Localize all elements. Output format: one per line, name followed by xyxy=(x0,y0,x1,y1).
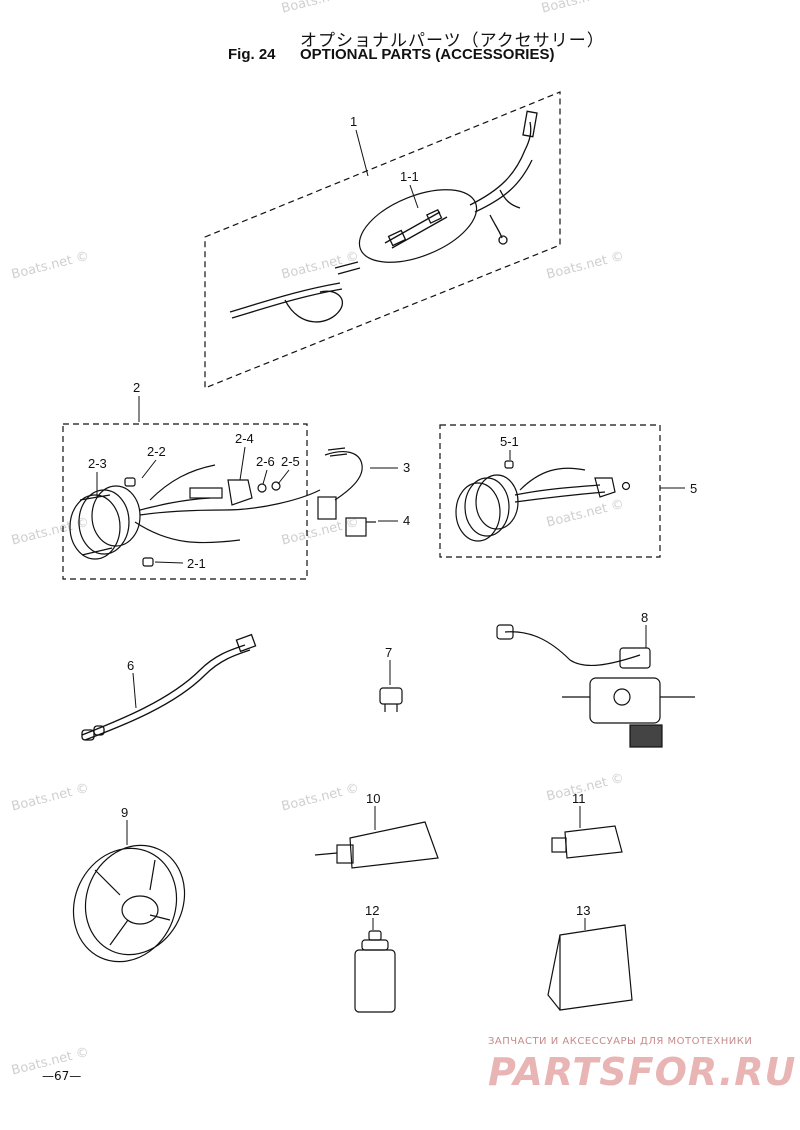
switch-part-8 xyxy=(496,624,695,748)
callout-5-1: 5-1 xyxy=(500,434,519,449)
callout-2-4: 2-4 xyxy=(235,431,254,446)
flywheel-part-9 xyxy=(72,844,186,963)
callout-12: 12 xyxy=(365,903,379,918)
fuse-part-4 xyxy=(345,517,376,537)
callout-9: 9 xyxy=(121,805,128,820)
callout-2-1: 2-1 xyxy=(187,556,206,571)
gauge-part-5 xyxy=(455,460,631,542)
figure-number: Fig. 24 xyxy=(228,46,276,63)
callout-13: 13 xyxy=(576,903,590,918)
callout-5: 5 xyxy=(690,481,697,496)
callout-2: 2 xyxy=(133,380,140,395)
tube-part-10 xyxy=(314,821,439,869)
group-box-part-5 xyxy=(439,424,661,558)
detail-circle-1-1 xyxy=(358,189,478,263)
cable-part-6 xyxy=(81,633,257,741)
callout-2-3: 2-3 xyxy=(88,456,107,471)
callout-7: 7 xyxy=(385,645,392,660)
callout-11: 11 xyxy=(572,791,586,806)
callout-2-2: 2-2 xyxy=(147,444,166,459)
title-japanese: オプショナルパーツ（アクセサリー） xyxy=(300,31,605,51)
can-part-12 xyxy=(354,930,396,1013)
gauge-part-2 xyxy=(69,464,321,567)
leader-lines xyxy=(96,129,685,930)
callout-8: 8 xyxy=(641,610,648,625)
harness-part-1 xyxy=(229,110,538,323)
group-box-part-2 xyxy=(62,423,308,580)
packet-part-13 xyxy=(547,924,633,1011)
brand-tagline: ЗАПЧАСТИ И АКСЕССУАРЫ ДЛЯ МОТОТЕХНИКИ xyxy=(488,1036,753,1047)
page-number: —67— xyxy=(42,1069,82,1083)
callout-2-5: 2-5 xyxy=(281,454,300,469)
callout-2-6: 2-6 xyxy=(256,454,275,469)
callout-3: 3 xyxy=(403,460,410,475)
cable-part-3 xyxy=(317,447,363,520)
callout-10: 10 xyxy=(366,791,380,806)
callout-6: 6 xyxy=(127,658,134,673)
brand-logo: PARTSFOR.RU xyxy=(488,1050,797,1094)
page-title: OPTIONAL PARTS (ACCESSORIES) xyxy=(300,46,555,63)
callout-1: 1 xyxy=(350,114,357,129)
group-box-part-1 xyxy=(204,91,561,389)
tube-part-11 xyxy=(551,825,623,859)
fitting-part-7 xyxy=(379,687,403,712)
callout-1-1: 1-1 xyxy=(400,169,419,184)
callout-4: 4 xyxy=(403,513,410,528)
